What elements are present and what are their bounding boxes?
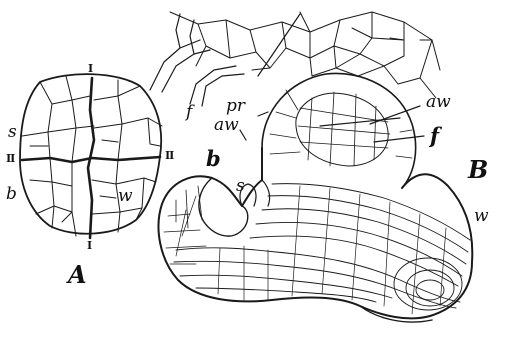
panel-b-label-b: b (206, 148, 221, 169)
panel-a-wall-II (22, 157, 160, 162)
panel-b-label-aw-left: aw (214, 117, 239, 134)
panel-a-label-I-top: I (88, 63, 92, 74)
panel-b-radial-walls (176, 186, 446, 314)
panel-b-label-f-inner: f (430, 125, 439, 146)
panel-b-left-lobe-cells (164, 186, 206, 264)
panel-b-label-aw-right: aw (426, 94, 451, 111)
panel-a-label-II-right: II (165, 150, 173, 161)
panel-b-label-pr: pr (226, 98, 245, 115)
panel-b-s-stalk (262, 180, 270, 206)
panel-a-label-II-left: II (6, 153, 14, 164)
panel-b-branches (150, 14, 244, 106)
panel-b-apex-outline (262, 73, 416, 188)
panel-b-apex-grid (270, 90, 412, 166)
panel-b-letter: B (468, 158, 488, 182)
panel-b-label-w: w (474, 208, 489, 225)
panel-a-label-s: s (8, 124, 17, 141)
panel-a-label-w: w (118, 188, 133, 205)
panel-a-cross-section (20, 74, 162, 238)
panel-b-longitudinal-section (150, 12, 472, 322)
panel-b-bottom-edge (360, 306, 432, 322)
panel-b-upper-tissue (170, 12, 440, 98)
panel-a-label-I-bottom: I (87, 240, 91, 251)
panel-b-label-s: s (236, 178, 245, 195)
panel-b-label-f-outer: f (186, 104, 192, 121)
panel-a-label-b: b (6, 186, 17, 203)
panel-a-letter: A (68, 263, 87, 287)
panel-b-w-rings (394, 258, 462, 310)
